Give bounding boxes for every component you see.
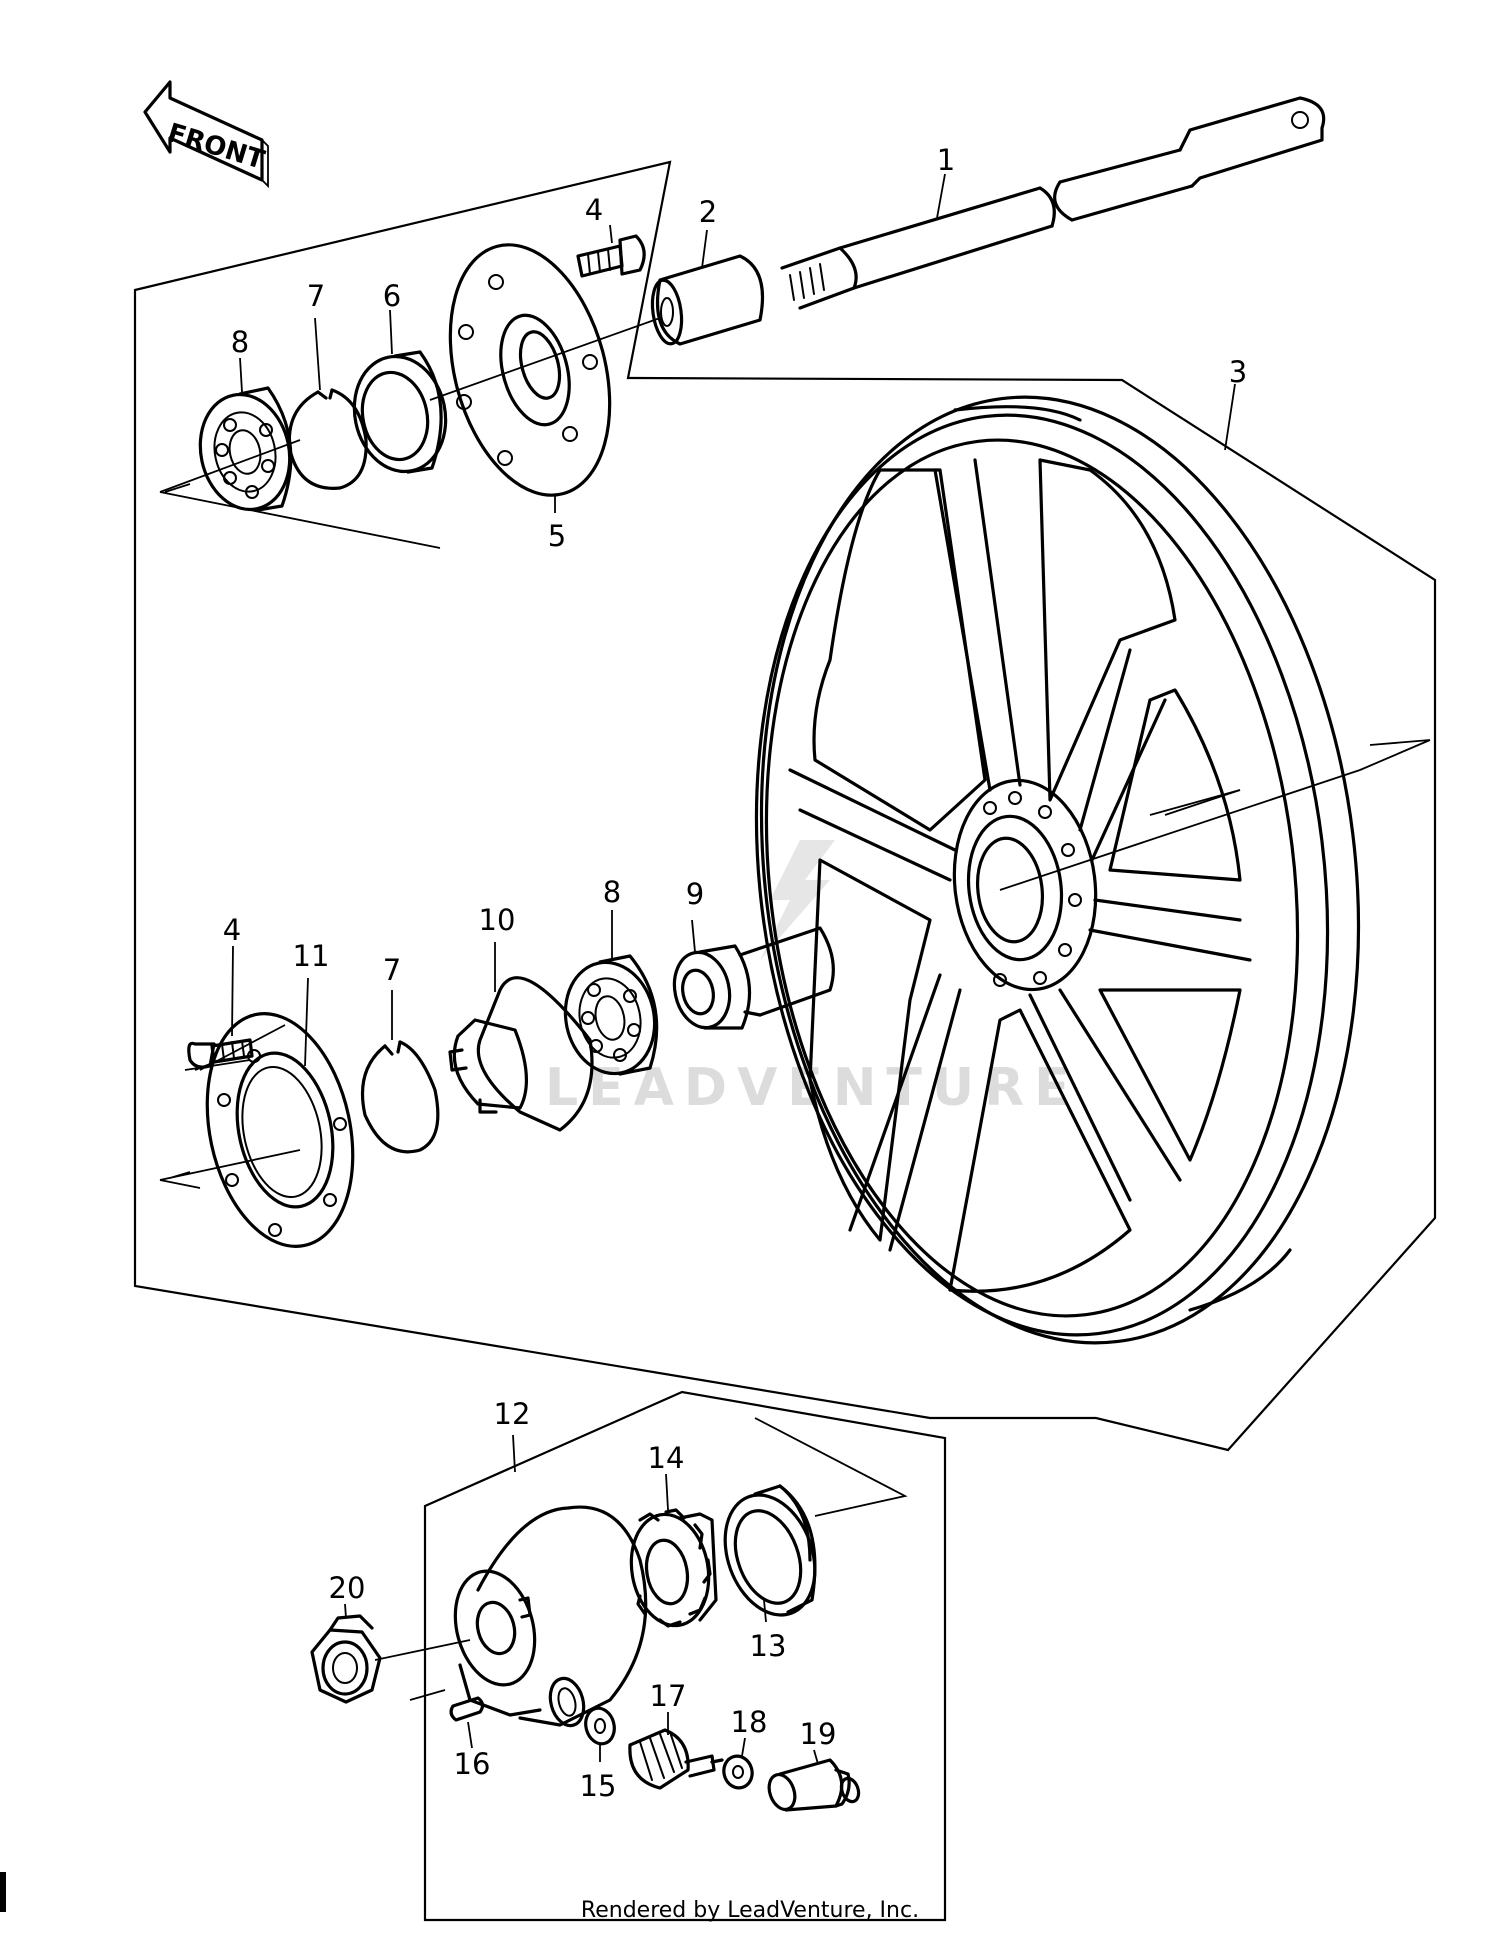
callout-12: 12: [494, 1397, 531, 1431]
ball-bearing-lower: [563, 954, 659, 1076]
spacer-collar: [672, 926, 835, 1030]
front-arrow-icon: FRONT: [143, 80, 269, 189]
oil-seal-top: [352, 350, 448, 474]
edge-mark: [0, 1872, 6, 1912]
bolt-top: [576, 234, 646, 278]
front-label: FRONT: [164, 118, 268, 176]
hub-cover-flange: [205, 1012, 355, 1248]
callout-7: 7: [383, 953, 401, 987]
ball-bearing-top: [198, 386, 293, 512]
wheel-dash: [1164, 789, 1241, 816]
axle-nut: [310, 1614, 382, 1704]
circlip-lower: [360, 1040, 440, 1154]
callout-8: 8: [603, 875, 621, 909]
dust-cover: [448, 976, 594, 1132]
callout-16: 16: [454, 1747, 491, 1781]
assembly-axis-top: [159, 317, 661, 493]
guide-lines-lower: [159, 1024, 301, 1189]
cast-wheel: [754, 395, 1361, 1345]
callout-7: 7: [307, 279, 325, 313]
footer-credit: Rendered by LeadVenture, Inc.: [580, 1898, 920, 1923]
callout-8: 8: [231, 325, 249, 359]
assembly-frame: [133, 160, 1437, 1452]
wheel-axis-line: [999, 739, 1431, 891]
callout-14: 14: [648, 1441, 685, 1475]
callout-numbers: 1 2 3 4 4 5 6 7 7 8 8 9 10 11 12 13 14 1…: [223, 143, 1247, 1803]
callout-1: 1: [937, 143, 955, 177]
guide-arrow-top: [159, 483, 441, 549]
callout-4: 4: [223, 913, 241, 947]
callout-3: 3: [1229, 355, 1247, 389]
callout-leaders: [231, 173, 1236, 1765]
callout-6: 6: [383, 279, 401, 313]
guide-lines-gear: [374, 1417, 908, 1701]
circlip-top: [287, 388, 368, 490]
washer-15: [584, 1706, 616, 1746]
pinion-gear: [628, 1728, 724, 1790]
callout-19: 19: [800, 1717, 837, 1751]
callout-11: 11: [293, 939, 330, 973]
callout-9: 9: [686, 877, 704, 911]
pin: [449, 1696, 485, 1722]
speedometer-gear-housing: [453, 1505, 648, 1728]
washer-18: [722, 1754, 754, 1790]
speedometer-gear-frame: [423, 1390, 947, 1922]
callout-2: 2: [699, 195, 717, 229]
callout-18: 18: [731, 1705, 768, 1739]
bushing: [767, 1758, 861, 1812]
oil-seal-gear: [723, 1484, 817, 1617]
callout-15: 15: [580, 1769, 617, 1803]
drive-gear: [629, 1508, 718, 1628]
callout-4: 4: [585, 193, 603, 227]
callout-5: 5: [548, 519, 566, 553]
callout-20: 20: [329, 1571, 366, 1605]
callout-17: 17: [650, 1679, 687, 1713]
callout-13: 13: [750, 1629, 787, 1663]
bolt-lower: [187, 1038, 254, 1069]
callout-10: 10: [479, 903, 516, 937]
collar: [650, 254, 765, 346]
axle: [780, 96, 1326, 310]
